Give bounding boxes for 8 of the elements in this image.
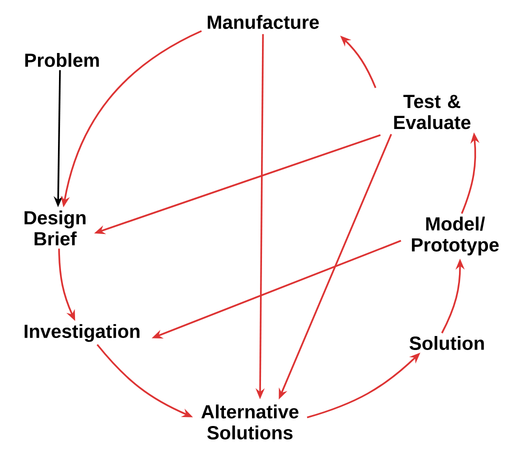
stage-label: Model/ Prototype	[412, 216, 499, 256]
stage-label: Design Brief	[24, 210, 86, 246]
stage-label: Test & Evaluate	[394, 94, 470, 130]
stage-label: Solution	[410, 336, 484, 350]
stage-label: Investigation	[24, 324, 140, 342]
stage-label: Problem	[25, 53, 99, 67]
stage-label: Alternative Solutions	[201, 404, 298, 440]
stage-label: Manufacture	[208, 15, 319, 29]
